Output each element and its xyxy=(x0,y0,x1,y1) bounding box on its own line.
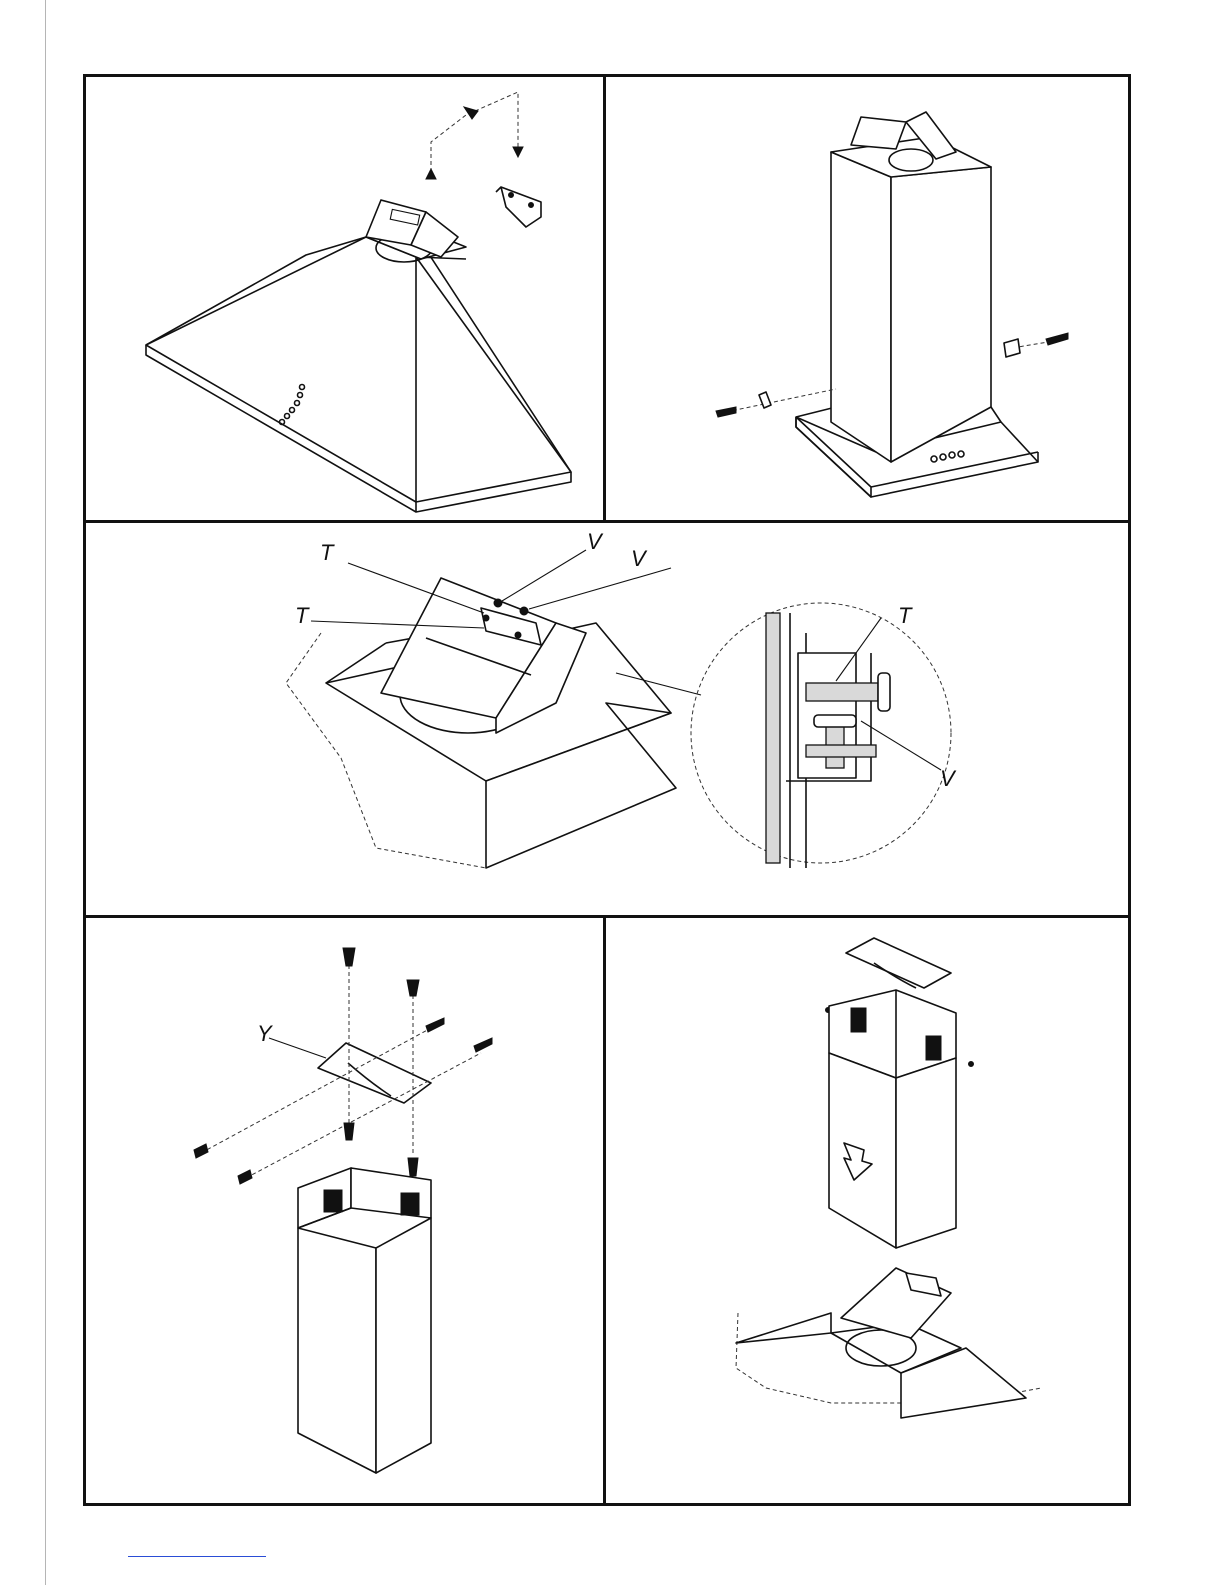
arrow-down-icon xyxy=(513,147,523,157)
label-y: Y xyxy=(257,1021,272,1047)
top-plate xyxy=(846,938,951,988)
screw-icon-2 xyxy=(238,1170,252,1184)
screw-t xyxy=(806,683,878,701)
clip-right xyxy=(1004,339,1020,357)
chimney-install-drawing xyxy=(606,918,1128,1506)
arrow-up-icon xyxy=(426,169,436,179)
hood-canopy xyxy=(146,237,571,502)
wall-plug-icon xyxy=(343,948,355,966)
label-t-lower: T xyxy=(295,603,308,629)
chimney-front xyxy=(831,152,891,462)
chimney-side xyxy=(891,167,991,462)
outer-chimney-front xyxy=(298,1228,376,1473)
lower-chimney-side xyxy=(896,1058,956,1248)
wall-plug-icon-3 xyxy=(426,1018,444,1032)
panel-chimney-brackets xyxy=(606,77,1128,520)
label-v-lower: V xyxy=(631,546,646,572)
clip-left xyxy=(759,392,771,408)
screw-right-icon xyxy=(1046,333,1068,345)
chimney-brackets-drawing xyxy=(606,77,1128,520)
wall-plug-icon-2 xyxy=(407,980,419,996)
panel-hood-bracket xyxy=(86,77,603,520)
label-v-upper: V xyxy=(587,529,602,555)
chimney-support-drawing xyxy=(86,918,603,1506)
bracket-detail-drawing xyxy=(86,523,1128,915)
hood-bracket-drawing xyxy=(86,77,603,520)
footer-underline xyxy=(128,1556,266,1557)
screw-icon-2 xyxy=(969,1062,974,1067)
support-bracket xyxy=(318,1043,431,1103)
wall-plug-icon-4 xyxy=(474,1038,492,1052)
panel-chimney-install xyxy=(606,918,1128,1506)
arrow-right-icon xyxy=(464,107,478,119)
mounting-bracket xyxy=(501,187,541,227)
panel-bracket-detail: T T V V T V xyxy=(86,523,1128,915)
screw-icon-4 xyxy=(408,1158,418,1176)
panel-chimney-support: Y xyxy=(86,918,603,1506)
screw-left-icon xyxy=(716,407,736,417)
margin-rule xyxy=(45,0,46,1585)
detail-cross-section xyxy=(766,613,890,868)
label-t-upper: T xyxy=(320,540,333,566)
label-v-detail: V xyxy=(940,766,955,792)
outer-chimney-side xyxy=(376,1218,431,1473)
screw-icon xyxy=(194,1144,208,1158)
screw-icon-3 xyxy=(344,1123,354,1140)
label-t-detail: T xyxy=(898,603,911,629)
